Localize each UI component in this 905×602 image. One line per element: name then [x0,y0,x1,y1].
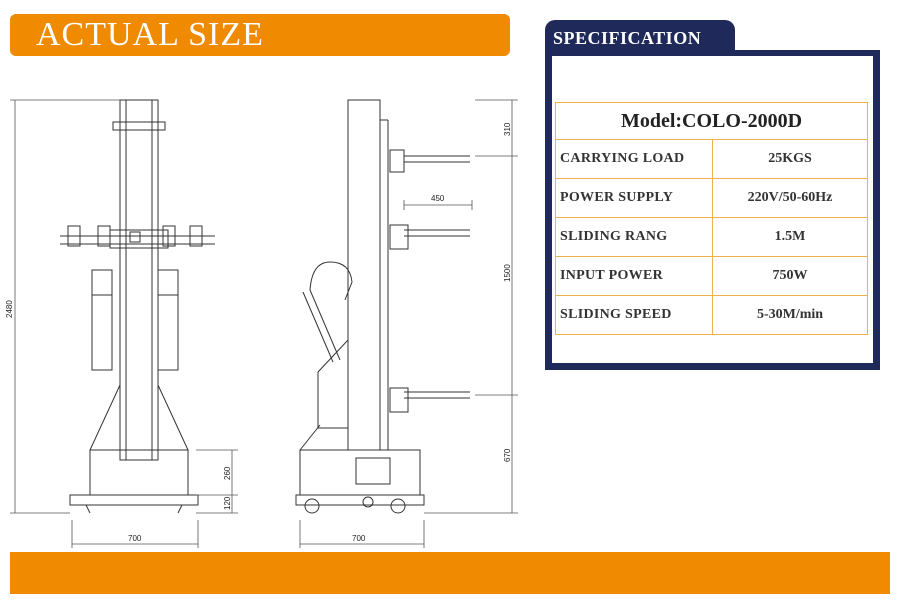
dim-bottom-offset: 670 [503,448,512,462]
spec-row: POWER SUPPLY 220V/50-60Hz [555,178,868,218]
page-title: ACTUAL SIZE [36,16,264,53]
spec-label: SLIDING SPEED [555,295,713,335]
spec-label: CARRYING LOAD [555,139,713,179]
dim-arm-length: 450 [431,194,445,203]
dim-base-height: 120 [223,496,232,510]
spec-label: POWER SUPPLY [555,178,713,218]
spec-panel-inner: Model:COLO-2000D CARRYING LOAD 25KGS POW… [552,56,873,363]
spec-table: Model:COLO-2000D CARRYING LOAD 25KGS POW… [555,102,868,335]
spec-row: INPUT POWER 750W [555,256,868,296]
spec-value: 5-30M/min [712,295,868,335]
dim-cabinet-height: 260 [223,466,232,480]
spec-row: CARRYING LOAD 25KGS [555,139,868,179]
spec-value: 220V/50-60Hz [712,178,868,218]
dim-base-width-front: 700 [128,534,142,543]
spec-value: 25KGS [712,139,868,179]
spec-title: SPECIFICATION [553,28,702,48]
spec-panel: Model:COLO-2000D CARRYING LOAD 25KGS POW… [545,50,880,370]
spec-row: SLIDING RANG 1.5M [555,217,868,257]
spec-row: SLIDING SPEED 5-30M/min [555,295,868,335]
footer-bar [10,552,890,594]
side-view [295,99,470,514]
title-banner: ACTUAL SIZE [10,14,510,56]
dim-stroke: 1500 [503,264,512,282]
spec-value: 750W [712,256,868,296]
dim-base-width-side: 700 [352,534,366,543]
spec-tab: SPECIFICATION [545,20,735,52]
front-view [60,99,215,514]
dim-top-offset: 310 [503,122,512,136]
dim-total-height: 2480 [5,300,14,318]
